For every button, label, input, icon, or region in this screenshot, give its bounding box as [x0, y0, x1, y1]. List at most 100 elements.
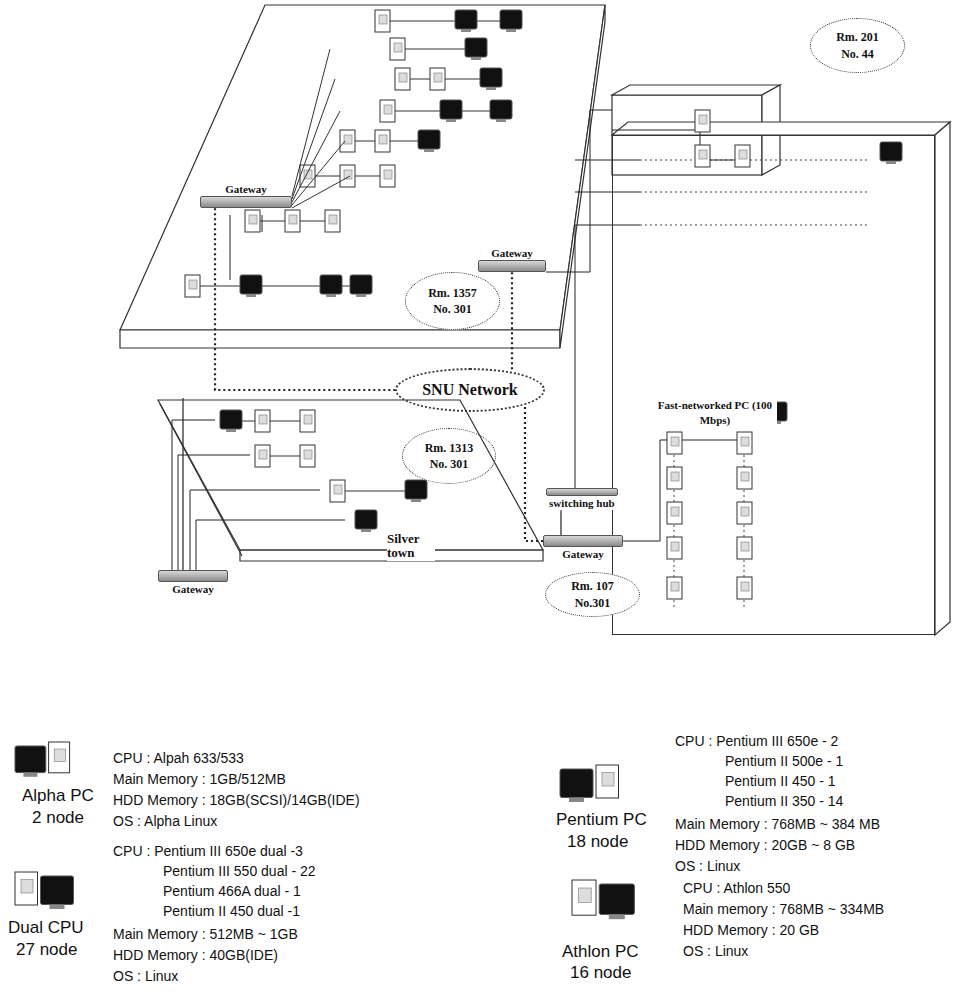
pc-tower — [667, 502, 682, 524]
floor-slab — [158, 400, 543, 550]
room-ellipse: Rm. 107 No.301 — [545, 572, 640, 617]
pc-tower — [15, 872, 38, 905]
pc-tower-panel — [384, 105, 392, 114]
cable-link — [182, 398, 183, 570]
switching-hub: switching hub — [546, 488, 618, 510]
pc-tower — [245, 210, 260, 232]
pc-monitor-stand — [471, 57, 481, 60]
pc-tower — [185, 275, 200, 297]
rack-side — [935, 122, 950, 635]
pc-tower-panel — [189, 280, 197, 289]
pc-tower — [325, 210, 340, 232]
pc-tower-panel — [379, 15, 387, 24]
wire — [262, 215, 263, 232]
spec-text: OS : Alpha Linux — [113, 813, 217, 830]
pc-monitor-stand — [506, 29, 516, 32]
pc-tower — [667, 432, 682, 454]
wire — [575, 160, 640, 161]
spec-text: Pentium II 450 dual -1 — [163, 903, 300, 920]
pc-tower-panel — [329, 215, 337, 224]
pc-tower-panel — [741, 542, 749, 551]
spec-text: Main Memory : 512MB ~ 1GB — [113, 926, 298, 943]
network-link — [525, 405, 543, 541]
pc-tower — [667, 537, 682, 559]
pc-tower — [737, 577, 752, 599]
pc-tower-panel — [304, 415, 312, 424]
spec-text: Main Memory : 768MB ~ 384 MB — [675, 816, 880, 833]
pc-monitor-stand — [496, 119, 506, 122]
pc-tower — [300, 410, 315, 432]
rack-top — [612, 122, 950, 135]
wire — [292, 79, 335, 199]
room-label: SNU Network — [422, 379, 518, 401]
gateway-label: Gateway — [224, 182, 268, 196]
pc-tower-panel — [671, 472, 679, 481]
pc-tower — [735, 145, 750, 167]
floor-plate: Silver town — [155, 398, 547, 566]
spec-text: CPU : Athlon 550 — [683, 880, 790, 897]
pc-tower — [737, 467, 752, 489]
pc-tower-panel — [384, 170, 392, 179]
pc-tower — [49, 742, 70, 773]
pc-tower-panel — [54, 749, 65, 762]
pc-tower-panel — [379, 135, 387, 144]
pc-tower — [300, 445, 315, 467]
pc-monitor — [350, 275, 372, 294]
gateway: Gateway — [543, 535, 623, 561]
wire — [623, 440, 740, 541]
pc-tower-panel — [739, 150, 747, 159]
spec-text: Pentium 466A dual - 1 — [163, 883, 301, 900]
pc-monitor-stand — [361, 529, 371, 532]
pc-tower-panel — [699, 150, 707, 159]
gateway-label: Gateway — [490, 246, 534, 260]
pc-monitor — [15, 746, 46, 773]
spec-text: HDD Memory : 20GB ~ 8 GB — [675, 837, 855, 854]
network-link — [511, 272, 513, 372]
row-wire — [380, 111, 490, 112]
pc-tower — [695, 145, 710, 167]
pc-monitor — [220, 410, 242, 429]
pc-tower — [737, 502, 752, 524]
spec-text: HDD Memory : 20 GB — [683, 922, 819, 939]
machine-name: Alpha PC — [22, 786, 94, 806]
spec-text: CPU : Pentium III 650e dual -3 — [113, 843, 303, 860]
pc-tower — [340, 130, 355, 152]
wire — [292, 49, 330, 196]
pc-tower — [667, 577, 682, 599]
pc-tower-panel — [394, 43, 402, 52]
pc-tower — [695, 110, 710, 132]
pc-tower-panel — [602, 773, 614, 787]
pc-tower-panel — [259, 450, 267, 459]
pc-monitor — [599, 884, 634, 914]
spec-text: OS : Linux — [113, 968, 178, 985]
pc-tower-panel — [304, 450, 312, 459]
pc-tower-panel — [671, 507, 679, 516]
pc-monitor — [480, 68, 502, 87]
pc-tower — [395, 68, 410, 90]
network-link — [215, 208, 395, 390]
pc-monitor-stand — [326, 294, 336, 297]
pc-monitor — [560, 769, 593, 798]
pc-tower-panel — [671, 582, 679, 591]
spec-text: Pentium II 350 - 14 — [725, 793, 843, 810]
pc-monitor — [418, 130, 440, 149]
pc-monitor — [440, 100, 462, 119]
spec-text: OS : Linux — [683, 943, 748, 960]
pc-monitor — [455, 10, 477, 29]
pc-monitor-stand — [246, 294, 256, 297]
spec-text: Pentium II 500e - 1 — [725, 753, 843, 770]
pc-tower — [330, 480, 345, 502]
spec-text: Pentium II 450 - 1 — [725, 773, 836, 790]
pc-monitor — [405, 480, 427, 499]
pc-tower-panel — [741, 437, 749, 446]
wire — [178, 455, 250, 572]
pc-tower-panel — [434, 73, 442, 82]
link-line — [640, 160, 870, 161]
pc-tower — [667, 467, 682, 489]
pc-tower — [596, 765, 619, 798]
gateway-device — [478, 260, 546, 272]
pc-monitor-stand — [569, 798, 584, 803]
pc-monitor-stand — [486, 87, 496, 90]
spec-text: CPU : Alpah 633/533 — [113, 750, 244, 767]
wire — [612, 130, 700, 131]
